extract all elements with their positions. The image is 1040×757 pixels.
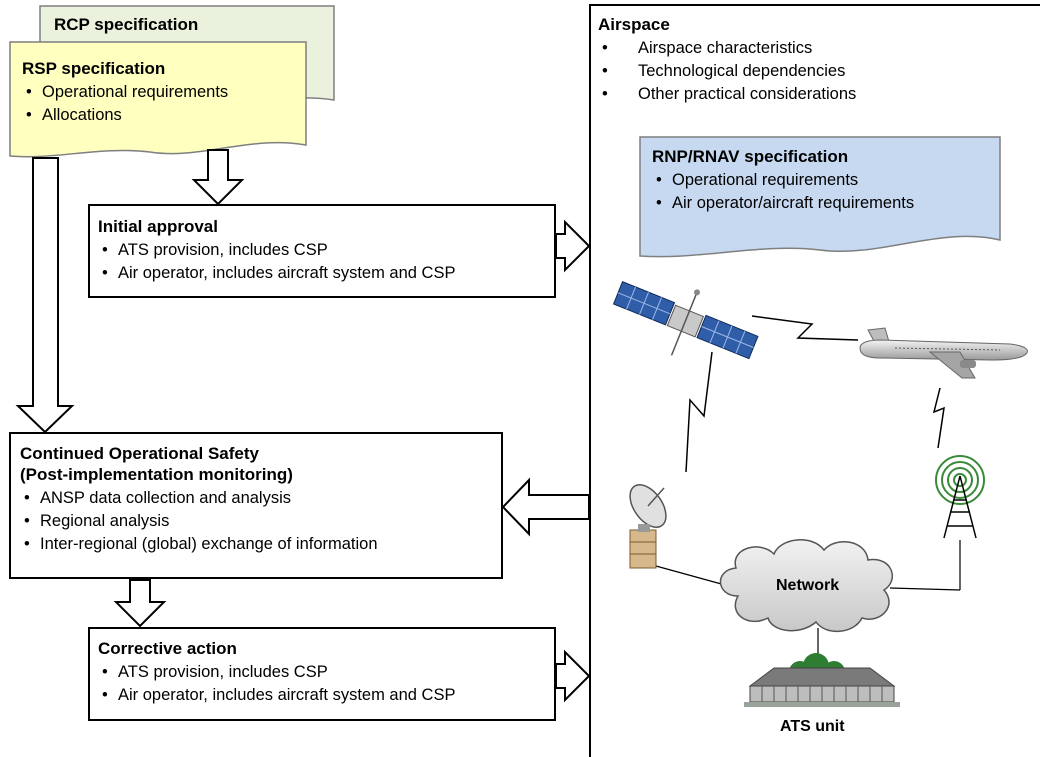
corrective-action-list: ATS provision, includes CSP Air operator… (98, 661, 548, 707)
list-item: Air operator, includes aircraft system a… (98, 262, 548, 285)
list-item: Air operator, includes aircraft system a… (98, 684, 548, 707)
arrow-initial-to-airspace (555, 219, 591, 273)
datalink-aircraft-tower (932, 387, 945, 449)
list-item: Inter-regional (global) exchange of info… (20, 533, 498, 556)
arrow-airspace-to-continued (501, 477, 590, 537)
corrective-action-text: Corrective action ATS provision, include… (98, 638, 548, 707)
list-item: Allocations (22, 104, 302, 127)
airspace-title: Airspace (598, 15, 670, 34)
list-item: Regional analysis (20, 510, 498, 533)
initial-approval-list: ATS provision, includes CSP Air operator… (98, 239, 548, 285)
arrow-corrective-to-airspace (555, 649, 591, 703)
list-item: Other practical considerations (598, 83, 1028, 106)
list-item: ATS provision, includes CSP (98, 661, 548, 684)
list-item: Airspace characteristics (598, 37, 1028, 60)
arrow-rsp-to-initial (191, 149, 245, 206)
arrow-continued-to-corrective (113, 579, 167, 628)
ats-building-icon (744, 653, 900, 707)
continued-safety-list: ANSP data collection and analysis Region… (20, 487, 498, 556)
continued-safety-title: Continued Operational Safety (20, 444, 259, 463)
datalink-satellite-dish (685, 351, 713, 473)
list-item: Air operator/aircraft requirements (652, 192, 998, 215)
continued-safety-subtitle: (Post-implementation monitoring) (20, 465, 293, 484)
rnp-spec-title: RNP/RNAV specification (652, 147, 849, 166)
wire-dish-network (655, 565, 726, 586)
airspace-list: Airspace characteristics Technological d… (598, 37, 1028, 106)
rcp-spec-text: RCP specification (54, 14, 324, 35)
rsp-spec-list: Operational requirements Allocations (22, 81, 302, 127)
wire-tower-network (889, 587, 961, 591)
airspace-text: Airspace Airspace characteristics Techno… (598, 14, 1028, 106)
radio-tower-icon (935, 455, 985, 539)
list-item: ANSP data collection and analysis (20, 487, 498, 510)
rsp-spec-text: RSP specification Operational requiremen… (22, 58, 302, 127)
list-item: Technological dependencies (598, 60, 1028, 83)
satellite-icon (612, 281, 759, 360)
ats-unit-label: ATS unit (780, 718, 845, 735)
aircraft-icon (859, 327, 1028, 379)
airspace-panel-border (589, 4, 1040, 757)
rcp-spec-title: RCP specification (54, 15, 199, 34)
initial-approval-title: Initial approval (98, 217, 218, 236)
rnp-spec-list: Operational requirements Air operator/ai… (652, 169, 998, 215)
continued-safety-text: Continued Operational Safety (Post-imple… (20, 443, 498, 556)
list-item: Operational requirements (22, 81, 302, 104)
dish-antenna-icon (629, 484, 667, 569)
list-item: ATS provision, includes CSP (98, 239, 548, 262)
rsp-spec-title: RSP specification (22, 59, 166, 78)
corrective-action-title: Corrective action (98, 639, 237, 658)
list-item: Operational requirements (652, 169, 998, 192)
arrow-rsp-to-continued (15, 157, 75, 434)
initial-approval-text: Initial approval ATS provision, includes… (98, 216, 548, 285)
datalink-satellite-aircraft (751, 315, 859, 341)
network-cloud-shape (719, 539, 894, 632)
rnp-spec-text: RNP/RNAV specification Operational requi… (652, 146, 998, 215)
network-label: Network (776, 577, 840, 594)
